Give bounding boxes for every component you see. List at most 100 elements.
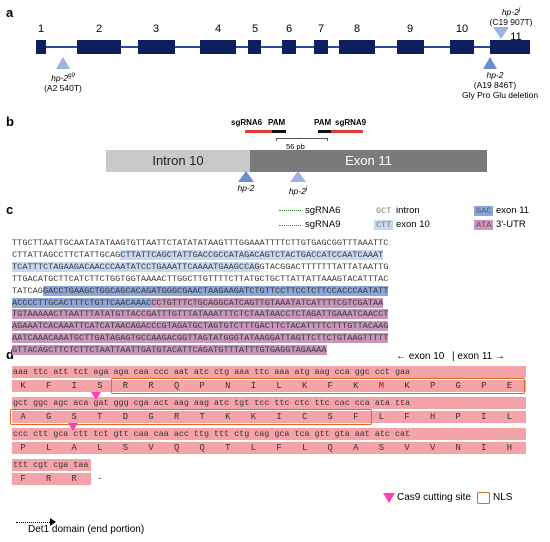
sequence-segment: TCATTTCTAGAAGACAACCCAATATCCTGAAATTCAAAAT… [12,261,260,272]
exon-number-5: 5 [251,23,259,35]
amino-acid: P [481,381,487,391]
amino-acid: T [97,412,103,422]
amino-acid: L [97,443,103,453]
gene-model: 1 2 3 4 5 6 7 8 9 10 11 hp-2g9 (A2 540T)… [0,0,550,110]
codon-row: aaa ttc att tct aga aga caa ccc aat atc … [13,367,411,377]
det1-domain-label: Det1 domain (end portion) [28,524,145,535]
exon-number-4: 4 [214,23,222,35]
amino-acid: Q [327,443,333,453]
pam-bar-2 [318,130,331,133]
sgRNA9-bar [331,130,363,133]
distance-label: 56 pb [286,142,305,151]
amino-acid: I [276,412,282,422]
protein-row-background [12,380,526,392]
amino-acid: K [225,412,231,422]
bracket-tick-left [276,138,277,141]
exon10-legend: CTT exon 10 [374,219,430,230]
intron-10-bar [106,150,250,172]
amino-acid: R [122,381,129,391]
exon-11-label: Exon 11 [345,153,392,168]
pam-label-2: PAM [314,118,332,127]
cas9-cut-site-icon [68,423,79,431]
nls-box [10,409,373,425]
amino-acid: S [71,412,77,422]
sequence-segment: GTTACAGCTTCTCTTCTAATTAATTGATGTACATTCAGAT… [12,345,327,356]
sequence-line: TATCAGGACCTGAAGCTGGCAGCACAGATGGGCGAACTAA… [12,285,542,298]
amino-acid: M [378,381,385,391]
pam-label-1: PAM [268,118,286,127]
exon-number-6: 6 [285,23,293,35]
nls-box [111,378,525,394]
sequence-line: TCATTTCTAGAAGACAACCCAATATCCTGAAATTCAAAAT… [12,261,542,274]
exon-1 [36,40,46,54]
amino-acid: K [250,412,257,422]
panel-label-b: b [6,114,14,129]
protein-row-background [12,397,526,409]
sgRNA9-label: sgRNA9 [335,118,367,127]
amino-acid: Q [173,381,180,391]
amino-acid: G [455,381,461,391]
exon11-direction-label: | exon 11 → [452,351,505,362]
amino-acid: V [429,443,436,453]
exon-11 [490,40,530,54]
amino-acid: K [20,381,26,391]
exon-number-2: 2 [95,23,103,35]
protein-alignment: aaa ttc att tct aga aga caa ccc aat atc … [0,366,550,496]
amino-acid: C [301,412,308,422]
sequence-segment: CTTATTCAGCTATTGACCGCCATAGACAGTCTACTGACCA… [120,249,384,260]
exon-number-1: 1 [37,23,45,35]
sequence-line: TTGCTTAATTGCAATATATAAGTGTTAATTCTATATATAA… [12,238,542,250]
amino-acid: I [250,381,257,391]
mutation-label-hp2: hp-2 (A19 846T) Gly Pro Glu deletion [462,70,539,100]
amino-acid: E [506,381,513,391]
amino-acid: S [122,443,129,453]
amino-acid: L [250,443,257,453]
codon-row: ttt cgt cga taa [13,460,89,470]
panel-label-d: d [6,347,14,362]
exon-number-9: 9 [406,23,414,35]
amino-acid: F [45,381,52,391]
amino-acid: I [481,443,487,453]
mutation-label-hp2j: hp-2j (C19 907T) [489,6,533,27]
exon-number-11: 11 [510,31,522,43]
sgRNA6-bar [245,130,272,133]
amino-acid: H [429,412,436,422]
amino-acid: R [173,412,180,422]
sgRNA6-legend-line [279,210,301,211]
amino-acid: R [148,381,154,391]
sequence-line: TGTAAAAACTTAATTTATATGTTACCGATTTGTTTATAAA… [12,309,542,321]
panel-c-legend: sgRNA6 sgRNA9 GCT intron CTT exon 10 GAC… [0,205,550,235]
codon-row: gct ggc agc aca gat ggg cga act aag aag … [13,398,411,408]
sequence-segment: AATCAAACAAATGCTTGATAGAGTGCCAAGACGGTTAGTA… [12,333,389,344]
amino-acid: N [455,443,461,453]
exon-number-3: 3 [152,23,160,35]
amino-acid: P [199,381,205,391]
mutation-label-hp2g9: hp-2g9 (A2 540T) [44,72,82,93]
sequence-segment: AGAAATCACAAATTCATCATAACAGACCCGTAGATGCTAG… [12,321,389,332]
panel-b-sgRNA-map: sgRNA6 PAM PAM sgRNA9 56 pb Intron 10 Ex… [0,110,550,200]
amino-acid: T [225,443,231,453]
amino-acid: P [455,412,461,422]
exon-8 [339,40,375,54]
amino-acid: L [276,381,282,391]
distance-bracket [276,138,328,139]
amino-acid: K [301,381,308,391]
amino-acid: Q [173,443,180,453]
amino-acid: F [353,412,359,422]
genomic-sequence: TTGCTTAATTGCAATATATAAGTGTTAATTCTATATATAA… [12,238,542,357]
sequence-line: AGAAATCACAAATTCATCATAACAGACCCGTAGATGCTAG… [12,321,542,333]
mutation-triangle-icon [238,171,254,182]
amino-acid: L [506,412,513,422]
sgRNA9-legend-label: sgRNA9 [305,219,341,230]
amino-acid: A [20,412,26,422]
mutation-triangle-icon [56,57,70,69]
amino-acid: P [20,443,26,453]
amino-acid: S [378,443,385,453]
hp2-label-b: hp-2 [237,183,255,193]
amino-acid: H [506,443,513,453]
cas9-cut-site-icon [91,392,102,400]
panel-label-c: c [6,202,14,217]
sequence-segment: CCTGTTTCTGCAGGCATCAGTTGTAAATATCATTTTCGTC… [151,297,384,308]
amino-acid: L [301,443,308,453]
det1-arrow-icon [50,518,56,526]
